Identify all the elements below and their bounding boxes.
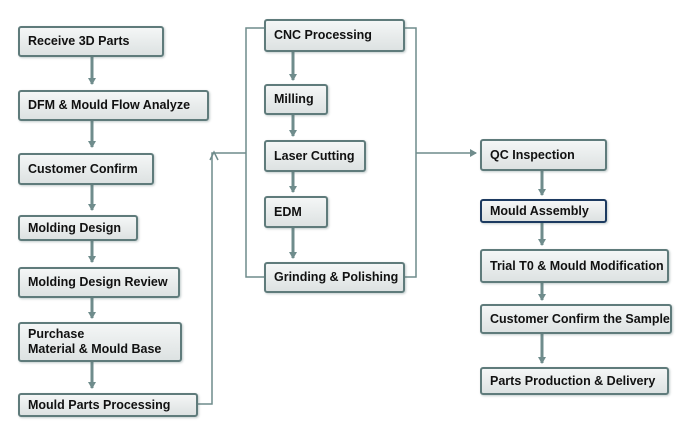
node-label-line2: Material & Mould Base — [28, 342, 162, 356]
node-purchase-material: Purchase Material & Mould Base — [18, 322, 182, 362]
node-qc-inspection: QC Inspection — [480, 139, 607, 171]
node-edm: EDM — [264, 196, 328, 228]
node-trial-t0: Trial T0 & Mould Modification — [480, 249, 669, 283]
node-label: Laser Cutting — [274, 148, 355, 163]
node-label-line1: Purchase — [28, 327, 85, 341]
node-molding-design-review: Molding Design Review — [18, 267, 180, 298]
node-label: EDM — [274, 204, 302, 219]
node-cnc-processing: CNC Processing — [264, 19, 405, 52]
node-label: CNC Processing — [274, 28, 372, 42]
node-label: QC Inspection — [490, 147, 575, 162]
node-grinding-polishing: Grinding & Polishing — [264, 262, 405, 293]
connector-processing-to-cnc-group — [198, 152, 246, 405]
node-label: Customer Confirm the Sample — [490, 311, 670, 326]
node-milling: Milling — [264, 84, 328, 115]
node-mould-assembly: Mould Assembly — [480, 199, 607, 223]
node-label: Milling — [274, 92, 314, 106]
node-customer-confirm-sample: Customer Confirm the Sample — [480, 304, 672, 334]
node-label: Molding Design — [28, 220, 122, 235]
node-label: DFM & Mould Flow Analyze — [28, 98, 191, 112]
bracket-left-middle-group — [245, 27, 264, 278]
node-label: Customer Confirm — [28, 161, 138, 176]
node-label: Receive 3D Parts — [28, 34, 130, 48]
node-label: Mould Parts Processing — [28, 397, 171, 412]
node-label: Trial T0 & Mould Modification — [490, 258, 664, 273]
node-dfm-mould-flow: DFM & Mould Flow Analyze — [18, 90, 209, 121]
node-customer-confirm: Customer Confirm — [18, 153, 154, 185]
node-mould-parts-processing: Mould Parts Processing — [18, 393, 198, 417]
node-label: Mould Assembly — [490, 203, 589, 218]
connector-arrow-tip-left — [209, 150, 219, 161]
node-label: Grinding & Polishing — [274, 270, 399, 284]
node-label: Parts Production & Delivery — [490, 373, 656, 388]
node-receive-3d-parts: Receive 3D Parts — [18, 26, 164, 57]
node-molding-design: Molding Design — [18, 215, 138, 241]
node-parts-production-delivery: Parts Production & Delivery — [480, 367, 669, 395]
bracket-right-middle-group — [405, 27, 417, 278]
node-label: Molding Design Review — [28, 275, 168, 289]
node-laser-cutting: Laser Cutting — [264, 140, 366, 172]
